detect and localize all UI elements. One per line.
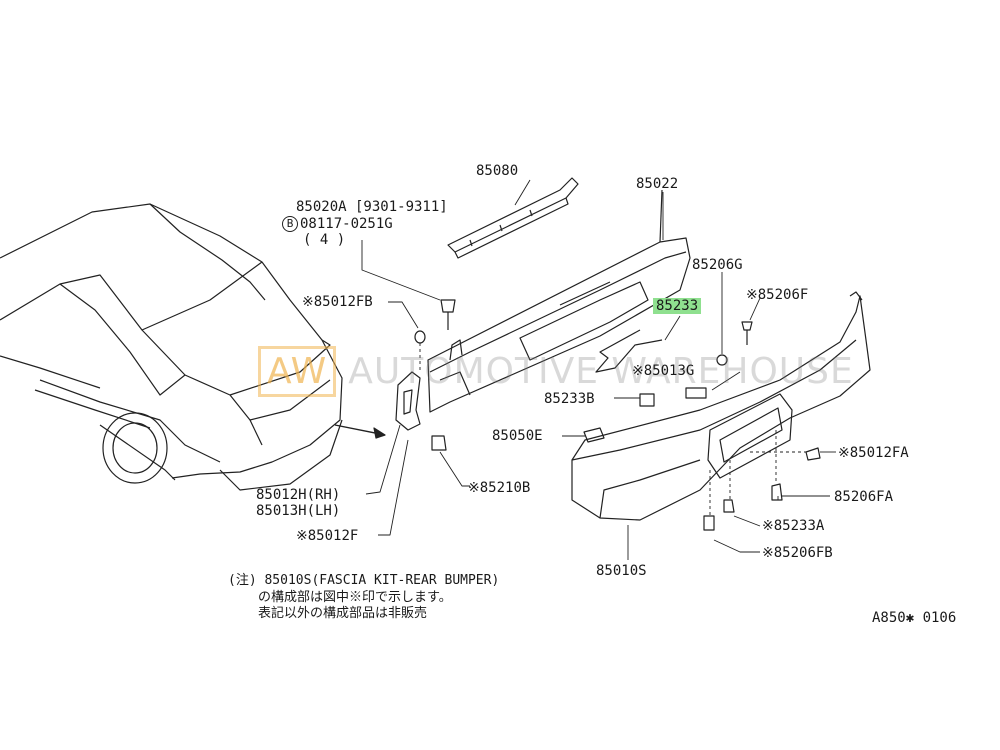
reinforcement-strip	[447, 177, 579, 259]
bumper-beam	[427, 189, 691, 413]
label-85012fb: ※85012FB	[302, 294, 373, 310]
bumper-fascia	[571, 291, 871, 521]
label-85233a: ※85233A	[762, 518, 825, 534]
note-line-3: 表記以外の構成部品は非販売	[258, 606, 428, 621]
label-85010s: 85010S	[596, 563, 647, 579]
side-bracket	[395, 371, 421, 431]
label-85080: 85080	[476, 163, 519, 179]
label-85022: 85022	[636, 176, 679, 192]
figure-code: A850✱ 0106	[872, 610, 957, 626]
label-85206fa: 85206FA	[834, 489, 894, 505]
label-85012h: 85012H(RH)	[256, 487, 341, 503]
label-85050e: 85050E	[492, 428, 543, 444]
label-85206f: ※85206F	[746, 287, 809, 303]
label-bolt: 08117-0251G	[300, 216, 393, 232]
label-85206fb: ※85206FB	[762, 545, 833, 561]
watermark-logo: AW	[258, 346, 337, 397]
label-bolt-qty: ( 4 )	[303, 232, 346, 248]
label-85013h: 85013H(LH)	[256, 503, 341, 519]
label-85012f: ※85012F	[296, 528, 359, 544]
label-85233-highlighted: 85233	[653, 298, 702, 314]
note-line-1: (注) 85010S(FASCIA KIT-REAR BUMPER)	[228, 573, 500, 588]
watermark: AW AUTOMOTIVE WAREHOUSE	[258, 346, 854, 397]
bolt-circle-symbol: B	[282, 216, 298, 232]
label-85020a: 85020A [9301-9311]	[296, 199, 448, 215]
label-85013g: ※85013G	[632, 363, 695, 379]
car-outline	[0, 203, 343, 491]
fastener-symbols	[414, 299, 821, 531]
label-85210b: ※85210B	[468, 480, 531, 496]
leader-lines	[361, 179, 836, 560]
label-85233b: 85233B	[544, 391, 595, 407]
harness-wire	[595, 329, 663, 373]
label-85206g: 85206G	[692, 257, 743, 273]
label-85012fa: ※85012FA	[838, 445, 909, 461]
note-line-2: の構成部は図中※印で示します。	[258, 590, 452, 605]
watermark-text: AUTOMOTIVE WAREHOUSE	[348, 351, 854, 392]
